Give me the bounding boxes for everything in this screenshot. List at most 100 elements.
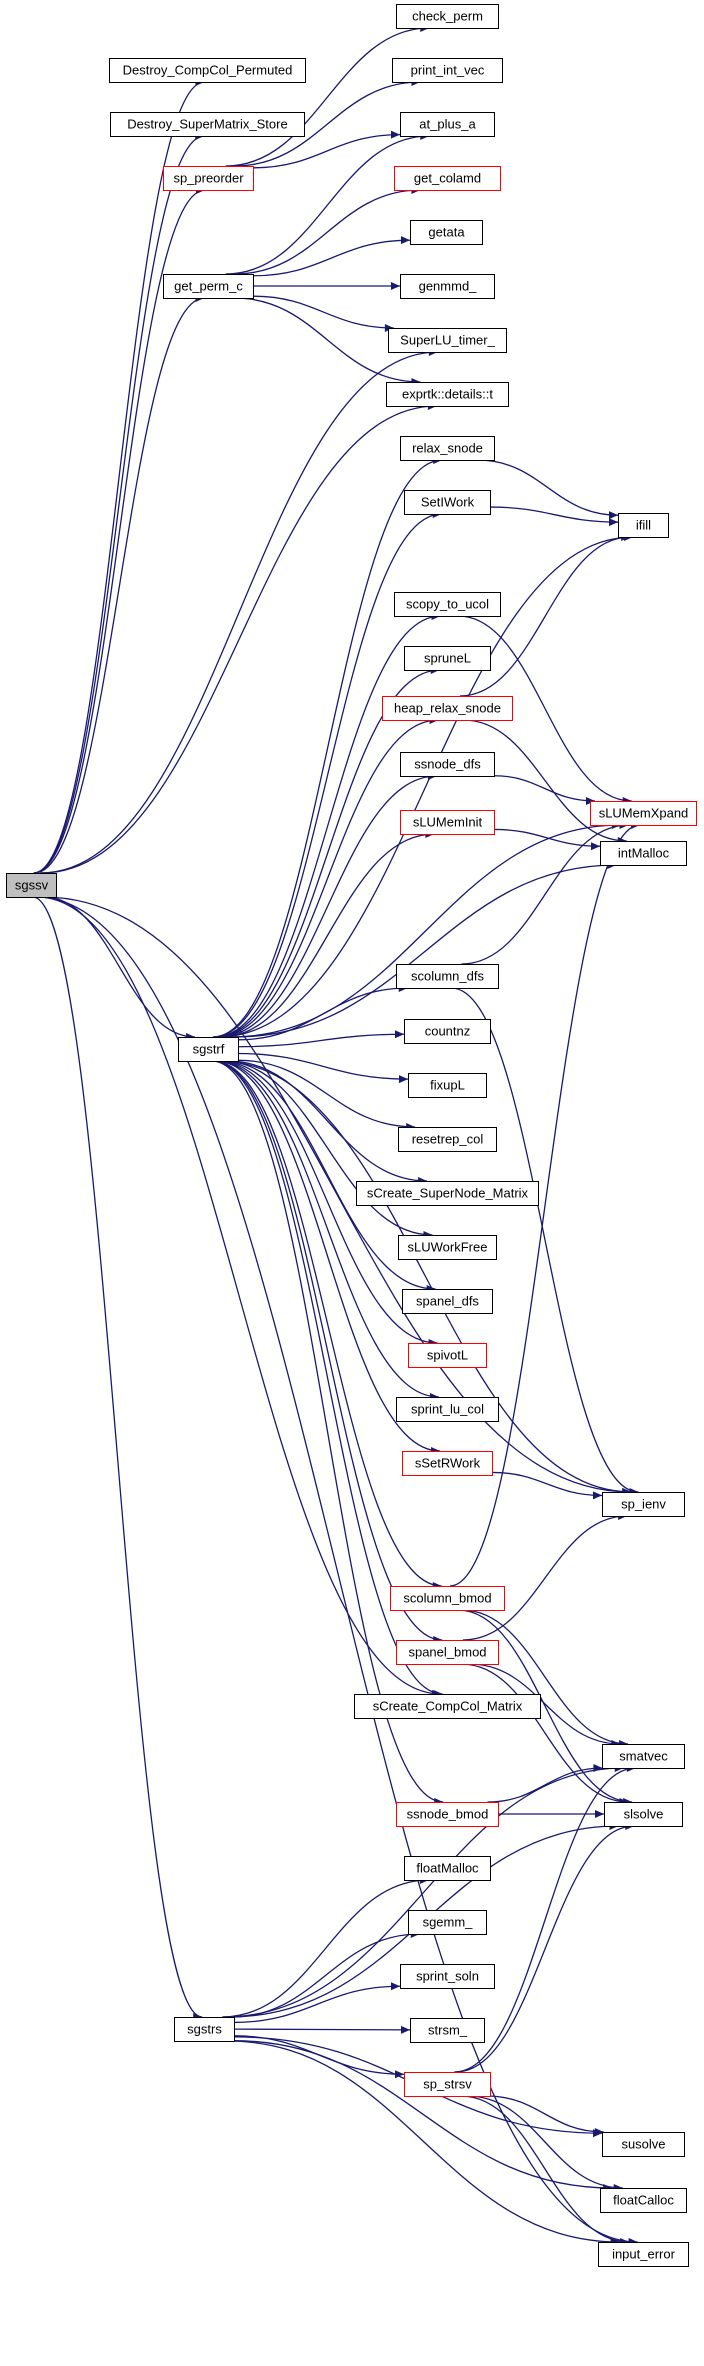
node-slumemxpand[interactable]: sLUMemXpand xyxy=(590,801,697,826)
node-destroy_compcol_permuted[interactable]: Destroy_CompCol_Permuted xyxy=(109,58,306,83)
node-superlu_timer[interactable]: SuperLU_timer_ xyxy=(388,328,507,353)
node-box-intmalloc[interactable] xyxy=(600,841,687,866)
node-box-setiwork[interactable] xyxy=(404,490,491,515)
node-box-slsolve[interactable] xyxy=(604,1802,683,1827)
node-at_plus_a[interactable]: at_plus_a xyxy=(400,112,495,137)
node-susolve[interactable]: susolve xyxy=(602,2132,685,2157)
node-floatcalloc[interactable]: floatCalloc xyxy=(600,2188,687,2213)
node-box-slumemxpand[interactable] xyxy=(590,801,697,826)
node-box-screate_compcol_matrix[interactable] xyxy=(354,1694,541,1719)
node-box-spivotL[interactable] xyxy=(408,1343,487,1368)
node-heap_relax_snode[interactable]: heap_relax_snode xyxy=(382,696,513,721)
node-sprint_lu_col[interactable]: sprint_lu_col xyxy=(396,1397,499,1422)
node-sgemm[interactable]: sgemm_ xyxy=(408,1910,487,1935)
node-box-sgemm[interactable] xyxy=(408,1910,487,1935)
node-box-genmmd[interactable] xyxy=(400,274,495,299)
node-box-ssnode_dfs[interactable] xyxy=(400,752,495,777)
node-genmmd[interactable]: genmmd_ xyxy=(400,274,495,299)
node-box-sgssv[interactable] xyxy=(6,873,57,898)
node-box-smatvec[interactable] xyxy=(602,1744,685,1769)
node-screate_compcol_matrix[interactable]: sCreate_CompCol_Matrix xyxy=(354,1694,541,1719)
node-sp_strsv[interactable]: sp_strsv xyxy=(404,2072,491,2097)
node-box-sprint_lu_col[interactable] xyxy=(396,1397,499,1422)
node-sprint_soln[interactable]: sprint_soln xyxy=(400,1964,495,1989)
node-box-get_perm_c[interactable] xyxy=(163,274,254,299)
node-ssetrwork[interactable]: sSetRWork xyxy=(402,1451,493,1476)
node-floatmalloc[interactable]: floatMalloc xyxy=(404,1856,491,1881)
node-box-get_colamd[interactable] xyxy=(394,166,501,191)
node-spivotL[interactable]: spivotL xyxy=(408,1343,487,1368)
node-ssnode_dfs[interactable]: ssnode_dfs xyxy=(400,752,495,777)
node-box-sp_preorder[interactable] xyxy=(163,166,254,191)
node-slsolve[interactable]: slsolve xyxy=(604,1802,683,1827)
node-box-strsm[interactable] xyxy=(410,2018,485,2043)
node-destroy_supermatrix_store[interactable]: Destroy_SuperMatrix_Store xyxy=(110,112,305,137)
node-box-check_perm[interactable] xyxy=(396,4,499,29)
node-setiwork[interactable]: SetIWork xyxy=(404,490,491,515)
node-box-fixupL[interactable] xyxy=(408,1073,487,1098)
node-slumeminit[interactable]: sLUMemInit xyxy=(400,810,495,835)
node-box-scolumn_dfs[interactable] xyxy=(396,964,499,989)
node-box-destroy_supermatrix_store[interactable] xyxy=(110,112,305,137)
node-box-slumeminit[interactable] xyxy=(400,810,495,835)
node-sp_preorder[interactable]: sp_preorder xyxy=(163,166,254,191)
node-box-at_plus_a[interactable] xyxy=(400,112,495,137)
node-box-ifill[interactable] xyxy=(618,513,669,538)
node-box-print_int_vec[interactable] xyxy=(392,58,503,83)
node-sluworkfree[interactable]: sLUWorkFree xyxy=(398,1235,497,1260)
node-sgssv[interactable]: sgssv xyxy=(6,873,57,898)
node-box-resetrep_col[interactable] xyxy=(398,1127,497,1152)
node-box-ssnode_bmod[interactable] xyxy=(396,1802,499,1827)
node-exprtk_t[interactable]: exprtk::details::t xyxy=(386,382,509,407)
node-box-relax_snode[interactable] xyxy=(400,436,495,461)
node-box-sprint_soln[interactable] xyxy=(400,1964,495,1989)
node-box-sp_strsv[interactable] xyxy=(404,2072,491,2097)
node-intmalloc[interactable]: intMalloc xyxy=(600,841,687,866)
node-ifill[interactable]: ifill xyxy=(618,513,669,538)
node-box-ssetrwork[interactable] xyxy=(402,1451,493,1476)
node-relax_snode[interactable]: relax_snode xyxy=(400,436,495,461)
node-box-floatcalloc[interactable] xyxy=(600,2188,687,2213)
node-sgstrs[interactable]: sgstrs xyxy=(174,2017,235,2042)
node-box-countnz[interactable] xyxy=(404,1019,491,1044)
node-box-scolumn_bmod[interactable] xyxy=(390,1586,505,1611)
node-box-spruneL[interactable] xyxy=(404,646,491,671)
node-smatvec[interactable]: smatvec xyxy=(602,1744,685,1769)
node-box-susolve[interactable] xyxy=(602,2132,685,2157)
node-sp_ienv[interactable]: sp_ienv xyxy=(602,1492,685,1517)
node-box-getata[interactable] xyxy=(410,220,483,245)
node-box-sp_ienv[interactable] xyxy=(602,1492,685,1517)
node-box-heap_relax_snode[interactable] xyxy=(382,696,513,721)
node-scolumn_dfs[interactable]: scolumn_dfs xyxy=(396,964,499,989)
node-get_perm_c[interactable]: get_perm_c xyxy=(163,274,254,299)
node-resetrep_col[interactable]: resetrep_col xyxy=(398,1127,497,1152)
node-box-input_error[interactable] xyxy=(598,2242,689,2267)
node-box-floatmalloc[interactable] xyxy=(404,1856,491,1881)
node-box-sgstrf[interactable] xyxy=(178,1037,239,1062)
node-box-spanel_bmod[interactable] xyxy=(396,1640,499,1665)
node-sgstrf[interactable]: sgstrf xyxy=(178,1037,239,1062)
node-getata[interactable]: getata xyxy=(410,220,483,245)
node-box-screate_supernode_matrix[interactable] xyxy=(356,1181,539,1206)
node-box-destroy_compcol_permuted[interactable] xyxy=(109,58,306,83)
node-box-sgstrs[interactable] xyxy=(174,2017,235,2042)
node-print_int_vec[interactable]: print_int_vec xyxy=(392,58,503,83)
node-box-exprtk_t[interactable] xyxy=(386,382,509,407)
node-spruneL[interactable]: spruneL xyxy=(404,646,491,671)
node-scopy_to_ucol[interactable]: scopy_to_ucol xyxy=(394,592,501,617)
node-box-scopy_to_ucol[interactable] xyxy=(394,592,501,617)
node-box-spanel_dfs[interactable] xyxy=(402,1289,493,1314)
node-box-superlu_timer[interactable] xyxy=(388,328,507,353)
node-scolumn_bmod[interactable]: scolumn_bmod xyxy=(390,1586,505,1611)
node-fixupL[interactable]: fixupL xyxy=(408,1073,487,1098)
node-get_colamd[interactable]: get_colamd xyxy=(394,166,501,191)
node-input_error[interactable]: input_error xyxy=(598,2242,689,2267)
node-spanel_bmod[interactable]: spanel_bmod xyxy=(396,1640,499,1665)
node-screate_supernode_matrix[interactable]: sCreate_SuperNode_Matrix xyxy=(356,1181,539,1206)
node-spanel_dfs[interactable]: spanel_dfs xyxy=(402,1289,493,1314)
node-box-sluworkfree[interactable] xyxy=(398,1235,497,1260)
node-check_perm[interactable]: check_perm xyxy=(396,4,499,29)
node-strsm[interactable]: strsm_ xyxy=(410,2018,485,2043)
node-ssnode_bmod[interactable]: ssnode_bmod xyxy=(396,1802,499,1827)
node-countnz[interactable]: countnz xyxy=(404,1019,491,1044)
